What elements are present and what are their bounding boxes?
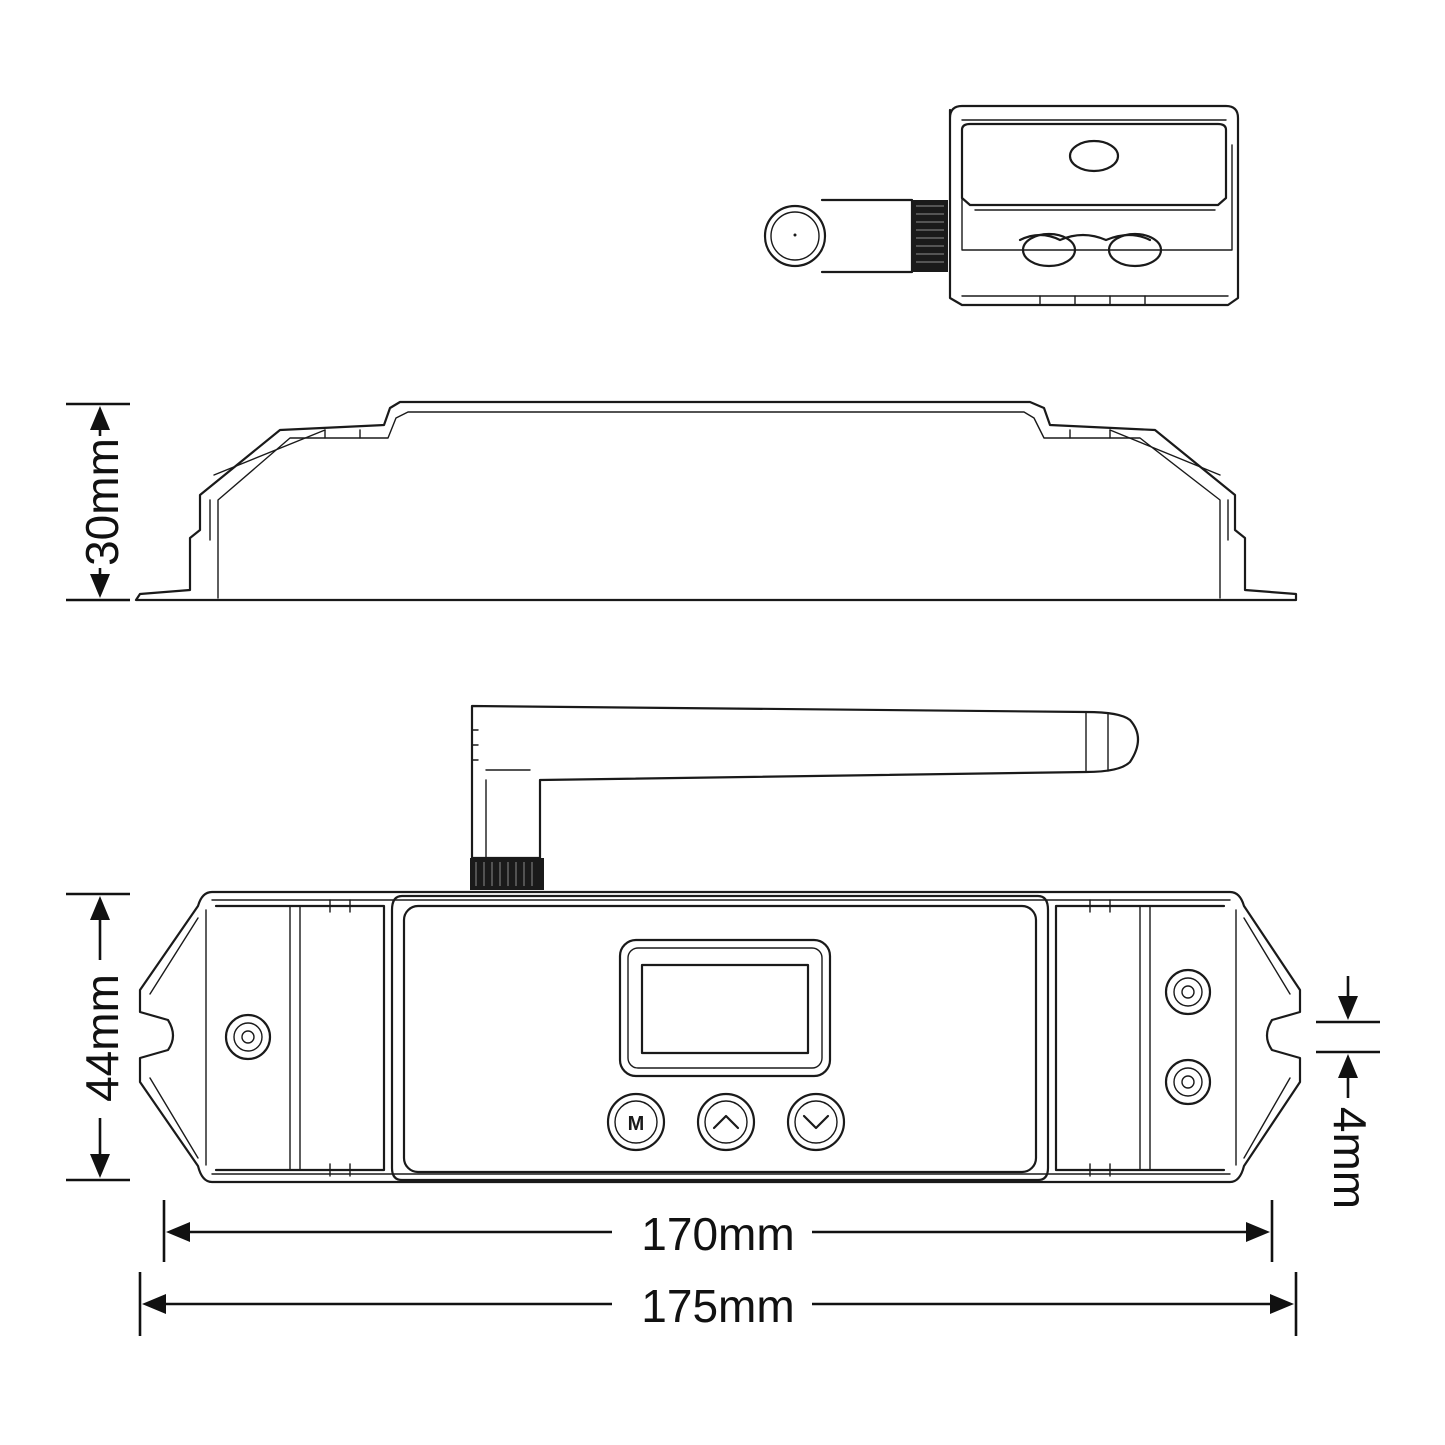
side-view [134, 400, 1298, 602]
front-view [138, 890, 1302, 1184]
antenna [470, 704, 1140, 890]
hole-span-label: 170mm [641, 1208, 794, 1260]
width-label: 44mm [76, 974, 128, 1102]
mode-button[interactable]: M [606, 1092, 666, 1152]
display-frame [618, 938, 832, 1078]
chevron-up-icon [712, 1114, 740, 1130]
mode-button-label: M [628, 1113, 645, 1135]
hole-gap-dimension: 4mm [1316, 976, 1380, 1209]
total-length-dimension: 175mm [138, 1272, 1298, 1336]
hole-gap-label: 4mm [1324, 1107, 1376, 1209]
height-label: 30mm [76, 438, 128, 566]
chevron-down-icon [802, 1114, 830, 1130]
end-view [763, 104, 1240, 307]
up-button[interactable] [696, 1092, 756, 1152]
hole-span-dimension: 170mm [162, 1200, 1274, 1262]
down-button[interactable] [786, 1092, 846, 1152]
total-length-label: 175mm [641, 1280, 794, 1332]
width-dimension: 44mm [66, 892, 130, 1182]
display-screen [640, 963, 810, 1055]
height-dimension: 30mm [66, 402, 130, 602]
